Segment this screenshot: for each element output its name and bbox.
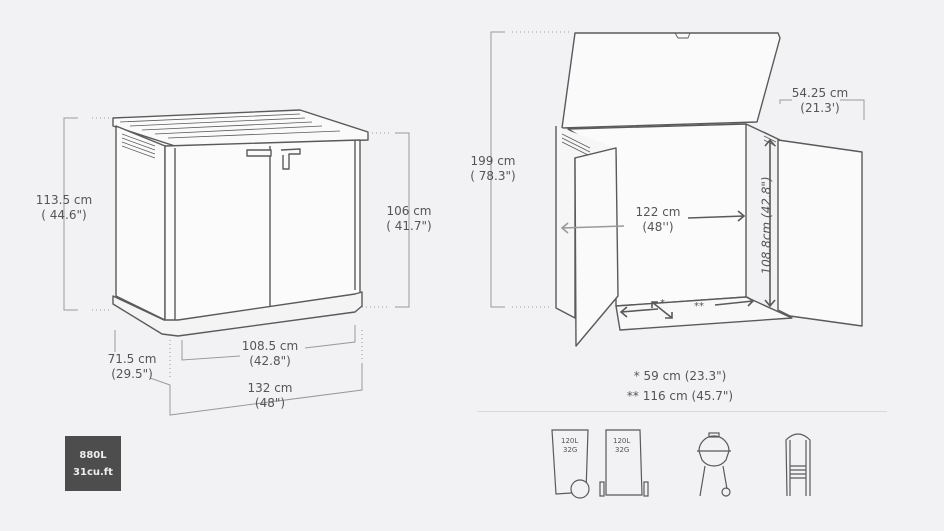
open-shed-drawing <box>555 32 863 347</box>
front-height-label: 106 cm ( 41.7") <box>375 204 443 234</box>
open-height-cm: 199 cm <box>470 154 516 168</box>
total-width-in: (48") <box>254 396 286 410</box>
dimension-notes: * 59 cm (23.3") ** 116 cm (45.7") <box>600 366 760 406</box>
total-height-label: 113.5 cm ( 44.6") <box>28 193 100 223</box>
divider <box>477 411 887 412</box>
marker-double: ** <box>694 301 704 312</box>
note-double: ** 116 cm (45.7") <box>626 389 734 403</box>
capacity-badge: 880L 31cu.ft <box>65 436 121 491</box>
marker-single: * <box>660 298 665 309</box>
open-height-in: ( 78.3") <box>470 169 516 183</box>
total-width-cm: 132 cm <box>247 381 293 395</box>
svg-text:32G: 32G <box>615 446 629 454</box>
svg-text:120L: 120L <box>613 437 630 445</box>
fits-icons: 120L 32G 120L 32G <box>551 429 811 499</box>
stacked-chairs-icon <box>785 433 811 497</box>
interior-width-in: (48'') <box>642 220 674 234</box>
wheelie-bin-front-icon: 120L 32G <box>599 429 649 497</box>
interior-width-cm: 122 cm <box>635 205 681 219</box>
depth-cm: 71.5 cm <box>107 352 157 366</box>
svg-text:32G: 32G <box>563 446 577 454</box>
note-single: * 59 cm (23.3") <box>633 369 727 383</box>
wheelie-bin-icon: 120L 32G <box>551 429 590 499</box>
depth-label: 71.5 cm (29.5") <box>98 352 166 382</box>
front-height-in: ( 41.7") <box>386 219 432 233</box>
front-height-cm: 106 cm <box>386 204 432 218</box>
door-width-in: (42.8") <box>249 354 291 368</box>
interior-width-label: 122 cm (48'') <box>628 205 688 235</box>
measurement-arrows <box>560 138 776 319</box>
total-width-label: 132 cm (48") <box>240 381 300 411</box>
door-depth-in: (21.3') <box>800 101 840 115</box>
total-height-cm: 113.5 cm <box>35 193 93 207</box>
depth-in: (29.5") <box>111 367 153 381</box>
open-height-label: 199 cm ( 78.3") <box>462 154 524 184</box>
door-depth-cm: 54.25 cm <box>791 86 849 100</box>
bbq-grill-icon <box>697 432 731 497</box>
dimension-lines <box>63 31 865 416</box>
interior-height-label: 108.8cm (42.8") <box>759 176 774 275</box>
svg-text:120L: 120L <box>561 437 578 445</box>
door-depth-label: 54.25 cm (21.3') <box>786 86 854 116</box>
capacity-liters: 880L <box>79 449 107 461</box>
door-width-cm: 108.5 cm <box>241 339 299 353</box>
total-height-in: ( 44.6") <box>41 208 87 222</box>
door-width-label: 108.5 cm (42.8") <box>236 339 304 369</box>
closed-shed-drawing <box>112 109 369 337</box>
capacity-cubic-feet: 31cu.ft <box>73 466 113 478</box>
